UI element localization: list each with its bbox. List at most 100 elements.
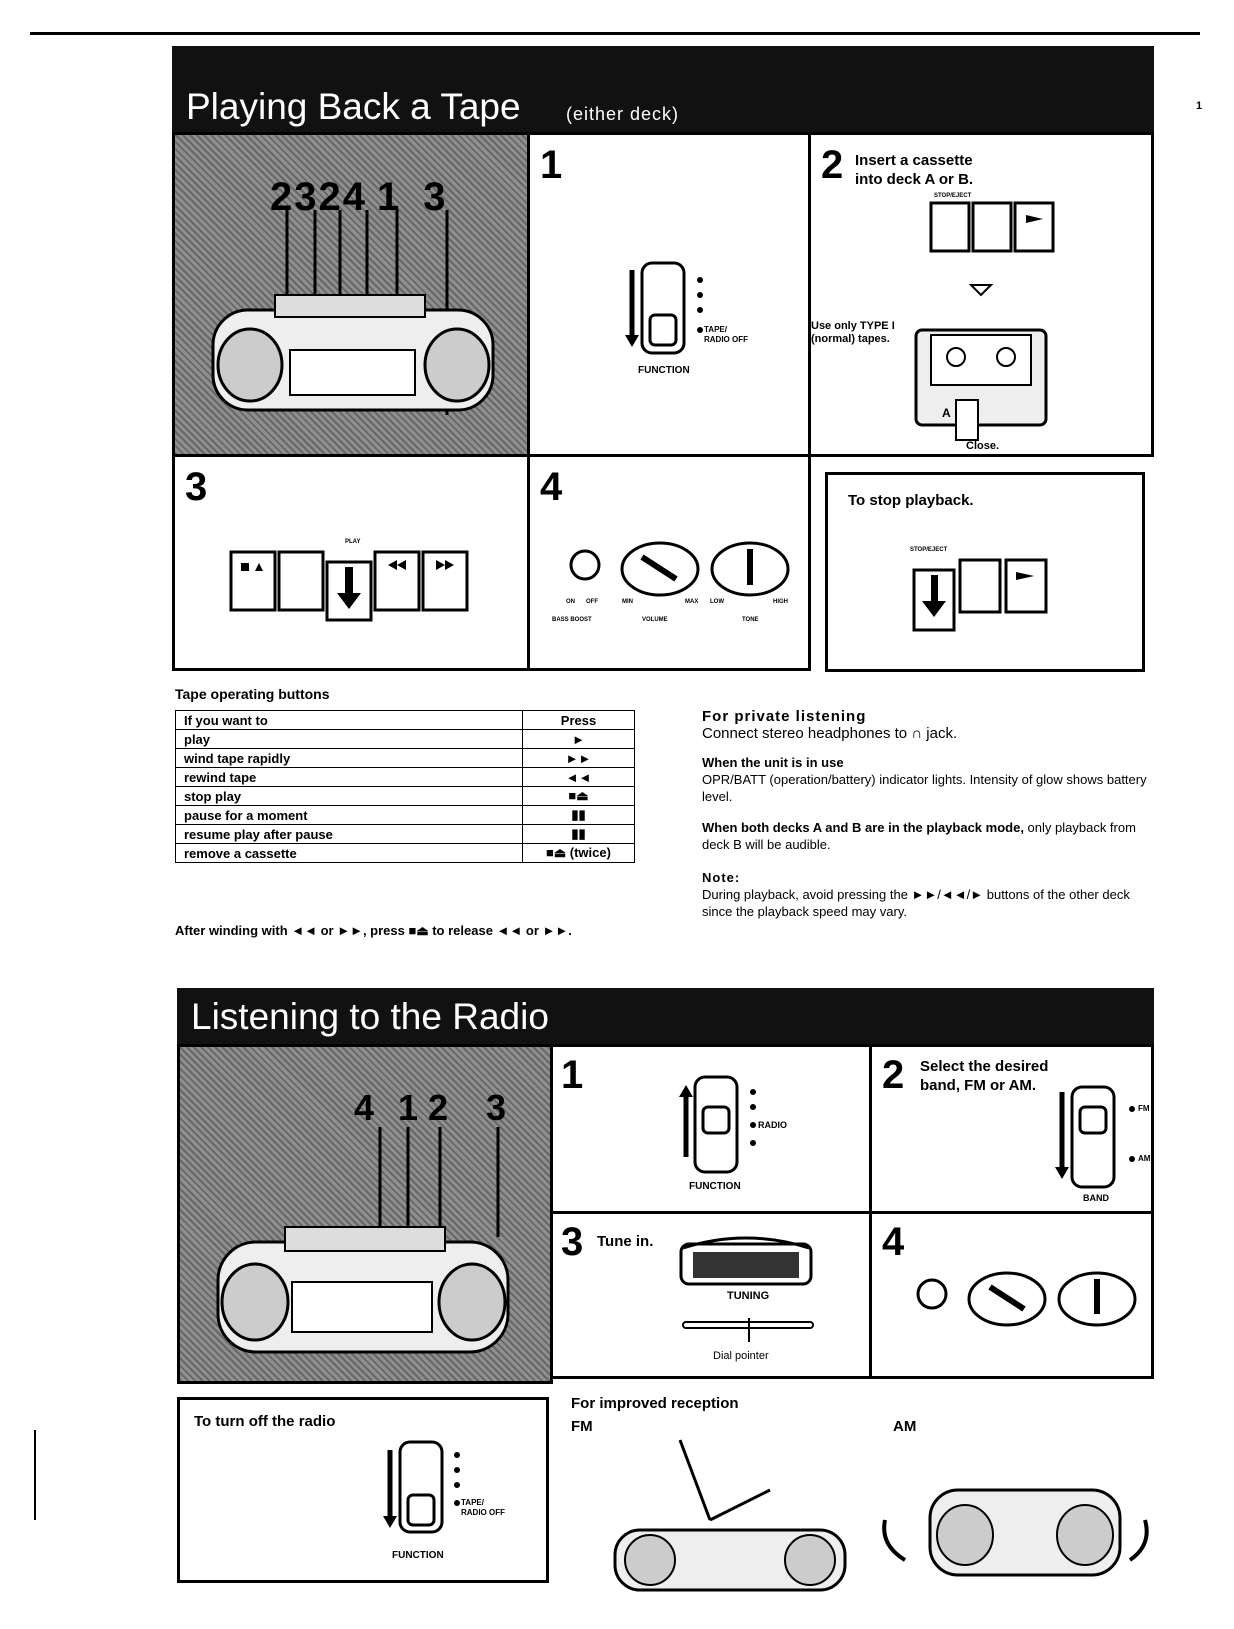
function-switch-icon [383, 1440, 460, 1534]
reception-fm: FM [571, 1418, 593, 1435]
step-number: 3 [561, 1220, 584, 1264]
bass-caption: BASS BOOST [552, 617, 592, 623]
cell: pause for a moment [175, 805, 523, 825]
tone-label: TONE [742, 617, 759, 623]
am-label: AM [1138, 1154, 1151, 1163]
step-number: 4 [540, 465, 563, 509]
callout: 3 [423, 175, 448, 219]
tape-buttons-icon [229, 550, 469, 622]
header-cell: If you want to [175, 710, 523, 730]
callout: 2 [270, 175, 295, 219]
deck-buttons-icon [914, 201, 1055, 441]
private-text: Connect stereo headphones to ∩ jack. [702, 725, 958, 742]
table-row: rewind tape◄◄ [175, 767, 635, 787]
callout: 1 [398, 1087, 419, 1128]
cell: ■⏏ (twice) [522, 843, 635, 863]
callout: 4 [342, 175, 367, 219]
switch-label: TAPE/ RADIO OFF [461, 1498, 505, 1517]
page-marker: 1 [1196, 100, 1203, 112]
radio-step4-panel: 4 [869, 1211, 1154, 1379]
radio-step3-panel: 3 Tune in. TUNING Dial pointer [550, 1211, 872, 1379]
radio-label: RADIO [758, 1120, 787, 1130]
cell: play [175, 729, 523, 749]
stop-playback-panel: To stop playback. STOP/EJECT [825, 472, 1145, 672]
bass-off: OFF [586, 599, 598, 605]
boombox-illustration [211, 210, 495, 415]
table-row: stop play■⏏ [175, 786, 635, 806]
callout: 3 [294, 175, 319, 219]
table-row: pause for a moment▮▮ [175, 805, 635, 825]
inuse-heading: When the unit is in use [702, 755, 844, 770]
cell: remove a cassette [175, 843, 523, 863]
radio-photo-panel: 4 1 2 3 [177, 1044, 553, 1384]
table-row: remove a cassette■⏏ (twice) [175, 843, 635, 863]
table-row: wind tape rapidly►► [175, 748, 635, 768]
dial-pointer-label: Dial pointer [713, 1350, 769, 1362]
fm-label: FM [1138, 1104, 1150, 1113]
step-text: Select the desired band, FM or AM. [920, 1058, 1049, 1094]
cell: ◄◄ [522, 767, 635, 787]
cell: ■⏏ [522, 786, 635, 806]
reception-am: AM [893, 1418, 917, 1435]
max-label: MAX [685, 599, 699, 605]
band-caption: BAND [1083, 1193, 1109, 1203]
margin-mark [34, 1430, 36, 1520]
callout: 2 [428, 1087, 449, 1128]
callout: 3 [486, 1087, 507, 1128]
cell: resume play after pause [175, 824, 523, 844]
table-title: Tape operating buttons [175, 686, 330, 702]
tape-banner: Playing Back a Tape (either deck) [172, 46, 1154, 132]
low-label: LOW [710, 599, 724, 605]
tape-step2-panel: 2 Insert a cassette into deck A or B. ST… [808, 132, 1154, 457]
am-rotate-illustration [882, 1488, 1149, 1577]
cell: ▮▮ [522, 824, 635, 844]
turn-off-title: To turn off the radio [194, 1413, 336, 1430]
step-number: 1 [540, 143, 563, 187]
close-label: Close. [966, 440, 1000, 452]
radio-banner: Listening to the Radio [177, 988, 1154, 1044]
function-switch-icon [679, 1075, 756, 1174]
cell: ► [522, 729, 635, 749]
fm-antenna-illustration [613, 1439, 847, 1592]
note-text: During playback, avoid pressing the ►►/◄… [702, 887, 1130, 919]
tuning-label: TUNING [727, 1290, 770, 1302]
radio-step1-panel: 1 RADIO FUNCTION [550, 1044, 872, 1214]
switch-caption: FUNCTION [638, 365, 690, 376]
cell: stop play [175, 786, 523, 806]
stop-eject-label: STOP/EJECT [934, 193, 972, 199]
table-row: resume play after pause▮▮ [175, 824, 635, 844]
step-text: Tune in. [597, 1233, 654, 1250]
step-number: 1 [561, 1053, 584, 1097]
min-label: MIN [622, 599, 633, 605]
step-number: 2 [821, 143, 844, 187]
band-switch-icon [1055, 1085, 1135, 1189]
controls-icon [569, 541, 790, 597]
both-text: only playback from deck B will be audibl… [702, 820, 1136, 852]
step-number: 4 [882, 1220, 905, 1264]
stop-eject-label: STOP/EJECT [910, 547, 948, 553]
private-heading: For private listening [702, 708, 867, 725]
top-rule [30, 32, 1200, 35]
switch-caption: FUNCTION [392, 1550, 444, 1561]
stop-title: To stop playback. [848, 492, 974, 509]
tape-step3-panel: 3 PLAY [172, 454, 530, 671]
tape-type-note: Use only TYPE I (normal) tapes. [811, 320, 895, 345]
cell: ▮▮ [522, 805, 635, 825]
controls-icon [916, 1271, 1137, 1327]
step-number: 3 [185, 465, 208, 509]
deck-label: A [942, 406, 951, 420]
table-footnote: After winding with ◄◄ or ►►, press ■⏏ to… [175, 923, 572, 938]
callout: 2 [318, 175, 343, 219]
note-heading: Note: [702, 870, 741, 885]
header-cell: Press [522, 710, 635, 730]
tape-title: Playing Back a Tape [186, 86, 521, 127]
info-column: For private listening Connect stereo hea… [702, 708, 1162, 920]
radio-boombox-illustration [216, 1127, 510, 1354]
volume-label: VOLUME [642, 617, 668, 623]
callout: 1 [377, 175, 402, 219]
function-switch-icon [625, 261, 703, 355]
bass-on: ON [566, 599, 575, 605]
